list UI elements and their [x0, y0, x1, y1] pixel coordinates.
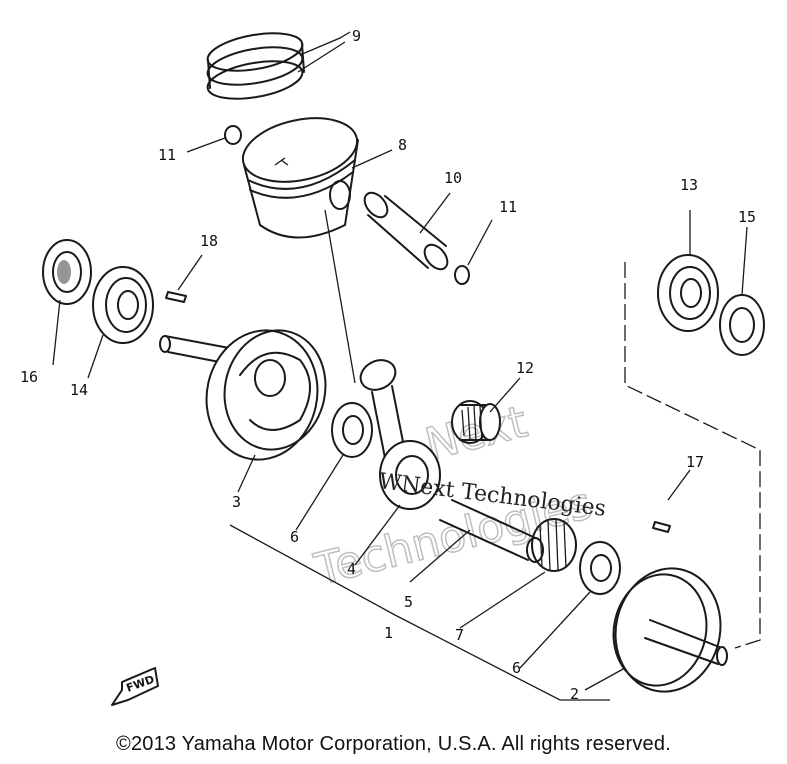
callout-11-left: 11 [158, 146, 176, 164]
callout-17: 17 [686, 453, 704, 471]
piston-pin [363, 191, 449, 271]
callout-10: 10 [444, 169, 462, 187]
callout-6-right: 6 [512, 659, 521, 677]
bearing-left [92, 266, 154, 344]
callout-16: 16 [20, 368, 38, 386]
oil-seal-right [719, 294, 765, 356]
circlip-right [454, 265, 470, 285]
callout-14: 14 [70, 381, 88, 399]
callout-18: 18 [200, 232, 218, 250]
callout-13: 13 [680, 176, 698, 194]
woodruff-key-right [652, 521, 671, 533]
woodruff-key [165, 291, 187, 303]
callout-6-left: 6 [290, 528, 299, 546]
crank-wheel-left [159, 329, 327, 461]
callout-8: 8 [398, 136, 407, 154]
callout-9: 9 [352, 27, 361, 45]
callout-12: 12 [516, 359, 534, 377]
piston-rings [206, 32, 305, 100]
callout-7: 7 [455, 626, 464, 644]
leader-lines [52, 31, 761, 701]
small-end-bearing [451, 400, 501, 444]
bearing-right [657, 254, 719, 332]
callout-5: 5 [404, 593, 413, 611]
copyright-notice: ©2013 Yamaha Motor Corporation, U.S.A. A… [116, 733, 671, 755]
thrust-washer-left [331, 402, 373, 458]
callout-2: 2 [570, 685, 579, 703]
fwd-arrow: FWD [111, 667, 159, 706]
big-end-bearing [531, 518, 577, 572]
callout-3: 3 [232, 493, 241, 511]
crank-pin [439, 499, 544, 563]
callout-11-right: 11 [499, 198, 517, 216]
oil-seal-left [42, 239, 92, 305]
connecting-rod [359, 359, 441, 510]
thrust-washer-right [579, 541, 621, 595]
callout-1: 1 [384, 624, 393, 642]
circlip-left [224, 125, 242, 145]
crank-wheel-right [612, 567, 728, 693]
piston [241, 117, 359, 239]
callout-labels: 9 11 8 10 11 18 13 15 16 14 12 17 3 6 4 … [20, 27, 756, 703]
callout-4: 4 [347, 560, 356, 578]
callout-15: 15 [738, 208, 756, 226]
